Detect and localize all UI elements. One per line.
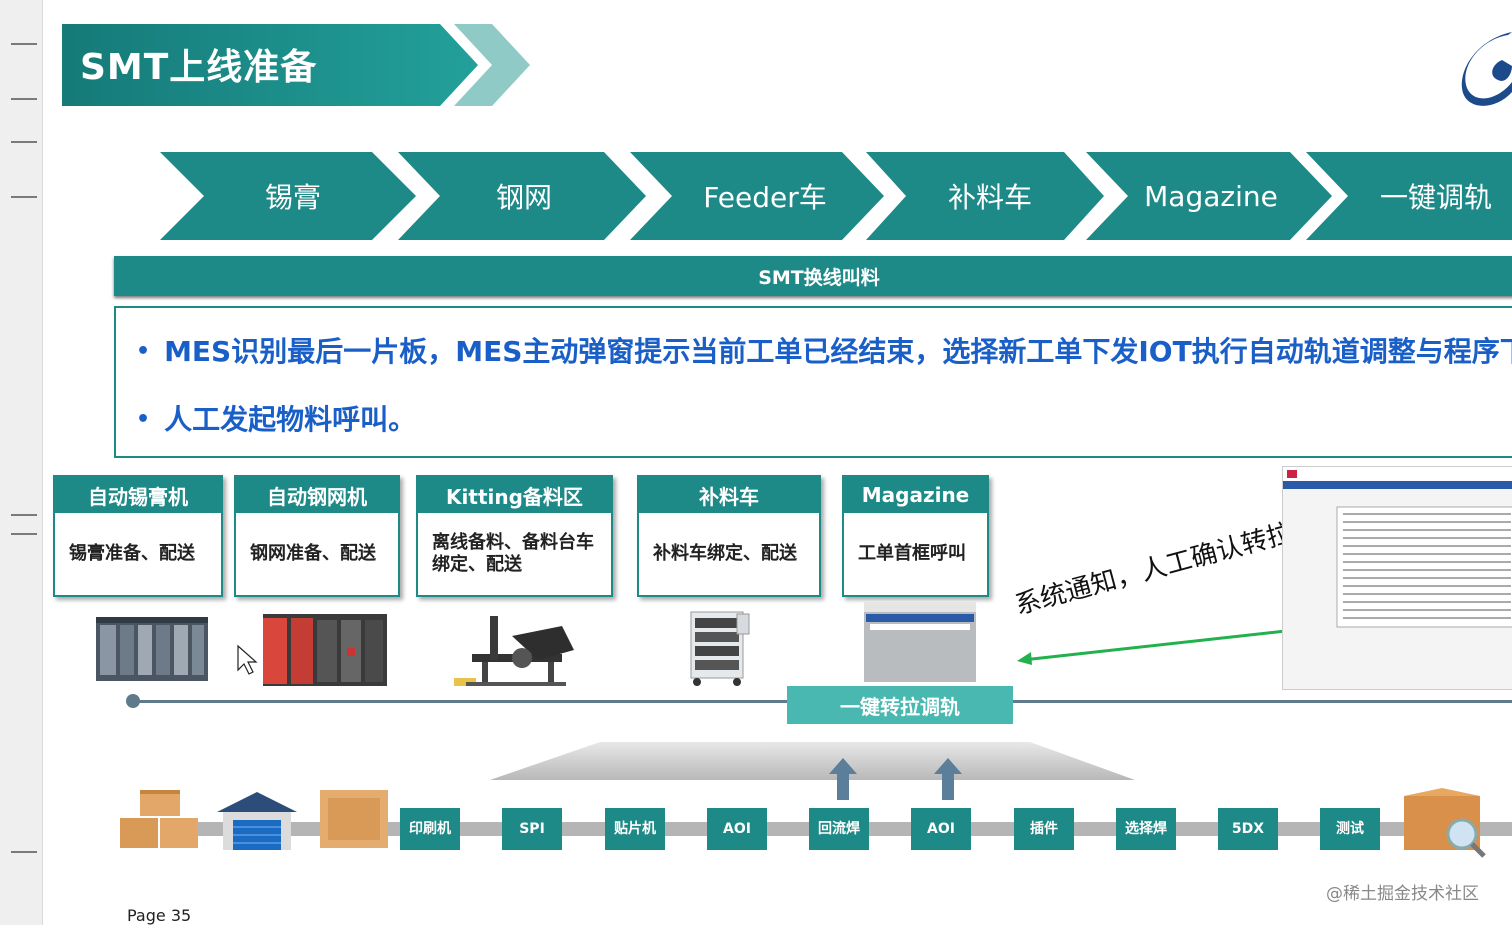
station-card: 自动钢网机 钢网准备、配送 (234, 475, 400, 597)
title-band: SMT上线准备 (62, 24, 530, 106)
storage-box-icon (320, 790, 388, 848)
card-title: 自动钢网机 (236, 477, 398, 513)
slide-marker[interactable] (11, 196, 37, 198)
card-title: Magazine (844, 477, 987, 513)
process-step: 5DX (1218, 808, 1278, 850)
step-label: Feeder车 (703, 181, 827, 214)
timeline-line (1012, 700, 1512, 703)
up-arrow-icon (829, 758, 857, 800)
station-card: 自动锡膏机 锡膏准备、配送 (53, 475, 223, 597)
mouse-cursor-icon (237, 644, 258, 675)
card-title: Kitting备料区 (418, 477, 611, 513)
refill-cart-image (690, 611, 750, 686)
step-label: Magazine (1144, 179, 1278, 213)
bullet-text: MES识别最后一片板，MES主动弹窗提示当前工单已经结束，选择新工单下发IOT执… (164, 335, 1512, 368)
card-body: 工单首框呼叫 (858, 543, 966, 564)
bullet-icon: • (136, 339, 151, 364)
slide-marker[interactable] (11, 43, 37, 45)
bullet-item: • MES识别最后一片板，MES主动弹窗提示当前工单已经结束，选择新工单下发IOT… (136, 330, 1512, 370)
step-chevron: Feeder车 (630, 152, 886, 240)
material-boxes-icon (120, 790, 198, 848)
station-card: 补料车 补料车绑定、配送 (637, 475, 821, 597)
process-step: 印刷机 (400, 808, 460, 850)
inspection-box-icon (1404, 788, 1486, 858)
slide-marker[interactable] (11, 533, 37, 535)
card-body: 钢网准备、配送 (250, 543, 376, 564)
company-logo (1461, 32, 1512, 106)
card-body: 补料车绑定、配送 (653, 543, 797, 564)
kitting-cart-image (454, 616, 574, 686)
bullet-item: • 人工发起物料呼叫。 (136, 398, 416, 438)
step-label: 一键调轨 (1379, 181, 1492, 214)
step-chevron: Magazine (1086, 152, 1334, 240)
step-label: 锡膏 (264, 181, 321, 214)
stencil-machine-image (263, 614, 387, 686)
slide-marker[interactable] (11, 514, 37, 516)
process-step: 测试 (1320, 808, 1380, 850)
card-body: 离线备料、备料台车绑定、配送 (432, 532, 594, 575)
description-box: • MES识别最后一片板，MES主动弹窗提示当前工单已经结束，选择新工单下发IOT… (114, 306, 1512, 458)
page-title: SMT上线准备 (80, 47, 318, 88)
step-chevron: 补料车 (866, 152, 1106, 240)
slide-marker[interactable] (11, 98, 37, 100)
solder-paste-machine-image (96, 617, 208, 681)
process-step: 选择焊 (1116, 808, 1176, 850)
station-card: Kitting备料区 离线备料、备料台车绑定、配送 (416, 475, 613, 597)
section-banner: SMT换线叫料 (114, 256, 1512, 296)
step-chevrons: 锡膏 钢网 Feeder车 补料车 Magazine 一键调轨 (160, 152, 1512, 240)
slide-marker[interactable] (11, 851, 37, 853)
watermark: @稀土掘金技术社区 (1326, 884, 1479, 904)
up-arrow-icon (934, 758, 962, 800)
step-chevron: 一键调轨 (1306, 152, 1512, 240)
warehouse-icon (217, 792, 297, 850)
process-step: AOI (707, 808, 767, 850)
card-body: 锡膏准备、配送 (69, 543, 195, 564)
timeline-line (133, 700, 793, 703)
step-label: 钢网 (495, 181, 552, 214)
one-click-switch-button[interactable]: 一键转拉调轨 (787, 686, 1013, 724)
process-step: 回流焊 (809, 808, 869, 850)
page-number: Page 35 (127, 906, 192, 925)
step-label: 补料车 (947, 181, 1032, 214)
magazine-screen-image (864, 602, 976, 682)
slide-marker[interactable] (11, 141, 37, 143)
station-card: Magazine 工单首框呼叫 (842, 475, 989, 597)
step-chevron: 钢网 (398, 152, 648, 240)
bullet-text: 人工发起物料呼叫。 (164, 403, 417, 436)
process-step: 贴片机 (605, 808, 665, 850)
bullet-icon: • (136, 407, 151, 432)
process-step: AOI (911, 808, 971, 850)
card-title: 补料车 (639, 477, 819, 513)
process-step: SPI (502, 808, 562, 850)
card-title: 自动锡膏机 (55, 477, 221, 513)
step-chevron: 锡膏 (160, 152, 418, 240)
production-line-platform (490, 742, 1135, 780)
mes-screenshot-image (1282, 466, 1512, 690)
process-step: 插件 (1014, 808, 1074, 850)
slide-panel-strip (0, 0, 43, 925)
